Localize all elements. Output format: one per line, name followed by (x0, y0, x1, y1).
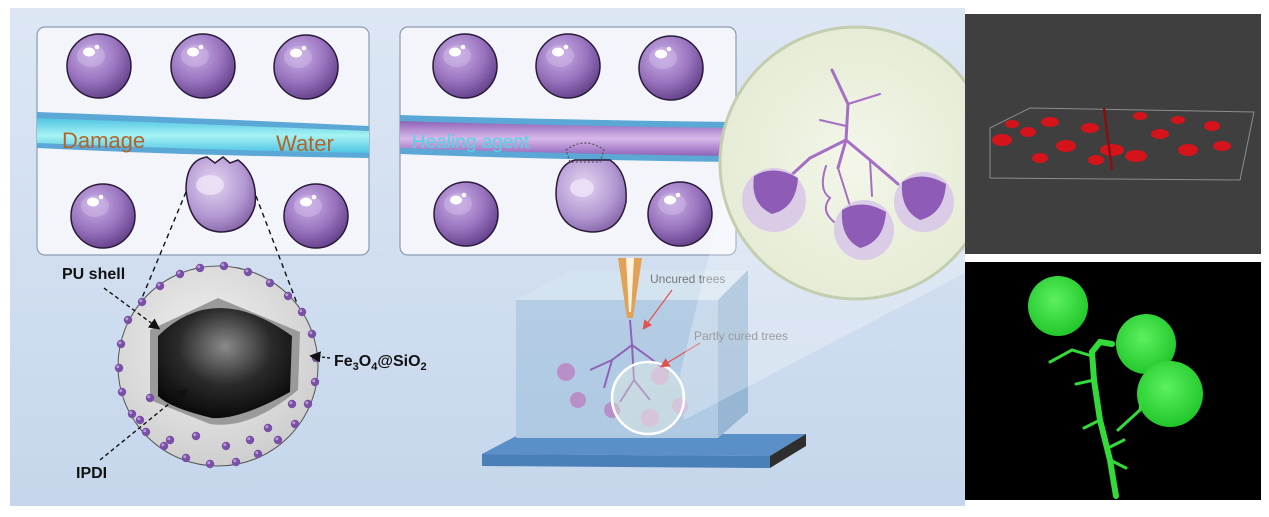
ipdi-arrow (99, 388, 189, 461)
zoom-capsule (834, 200, 894, 260)
magnified-region (610, 360, 686, 436)
ruptured-capsule (185, 156, 257, 233)
zoom-capsule (894, 172, 954, 232)
fe3o4-sio2-label: Fe3O4@SiO2 (334, 353, 427, 373)
capsule (283, 183, 349, 249)
ct-image (965, 14, 1261, 254)
pu-shell-label: PU shell (62, 266, 125, 283)
partly-cured-arrow (659, 342, 701, 368)
capsule (170, 33, 236, 99)
needle-electrode (618, 258, 642, 318)
ipdi-core (158, 308, 292, 419)
healing-agent-label: Healing agent (412, 132, 530, 153)
damage-panel: Damage Water (36, 26, 370, 256)
zoom-guide-line (255, 195, 299, 307)
pu-shell-arrow (103, 287, 161, 330)
damage-label: Damage (62, 128, 145, 153)
water-label: Water (276, 131, 334, 156)
capsule (638, 35, 704, 101)
released-capsule (555, 142, 627, 233)
ipdi-label: IPDI (76, 465, 107, 482)
capsule (433, 181, 499, 247)
capsule (70, 183, 136, 249)
partly-cured-label: Partly cured trees (694, 329, 788, 343)
capsule (432, 33, 498, 99)
water-crack (37, 118, 369, 153)
zoom-capsule (742, 168, 806, 232)
healing-panel: Healing agent (399, 26, 737, 256)
capsule (535, 33, 601, 99)
fluorescence-image (965, 262, 1261, 500)
capsule (647, 181, 713, 247)
zoom-detail (718, 25, 994, 301)
capsule (66, 33, 132, 99)
electrical-trees (557, 319, 688, 427)
fe3o4-arrow (309, 351, 331, 363)
uncured-trees-label: Uncured trees (650, 272, 725, 286)
uncured-arrow (642, 289, 673, 330)
healing-agent-band (400, 121, 736, 156)
capsule (273, 34, 339, 100)
